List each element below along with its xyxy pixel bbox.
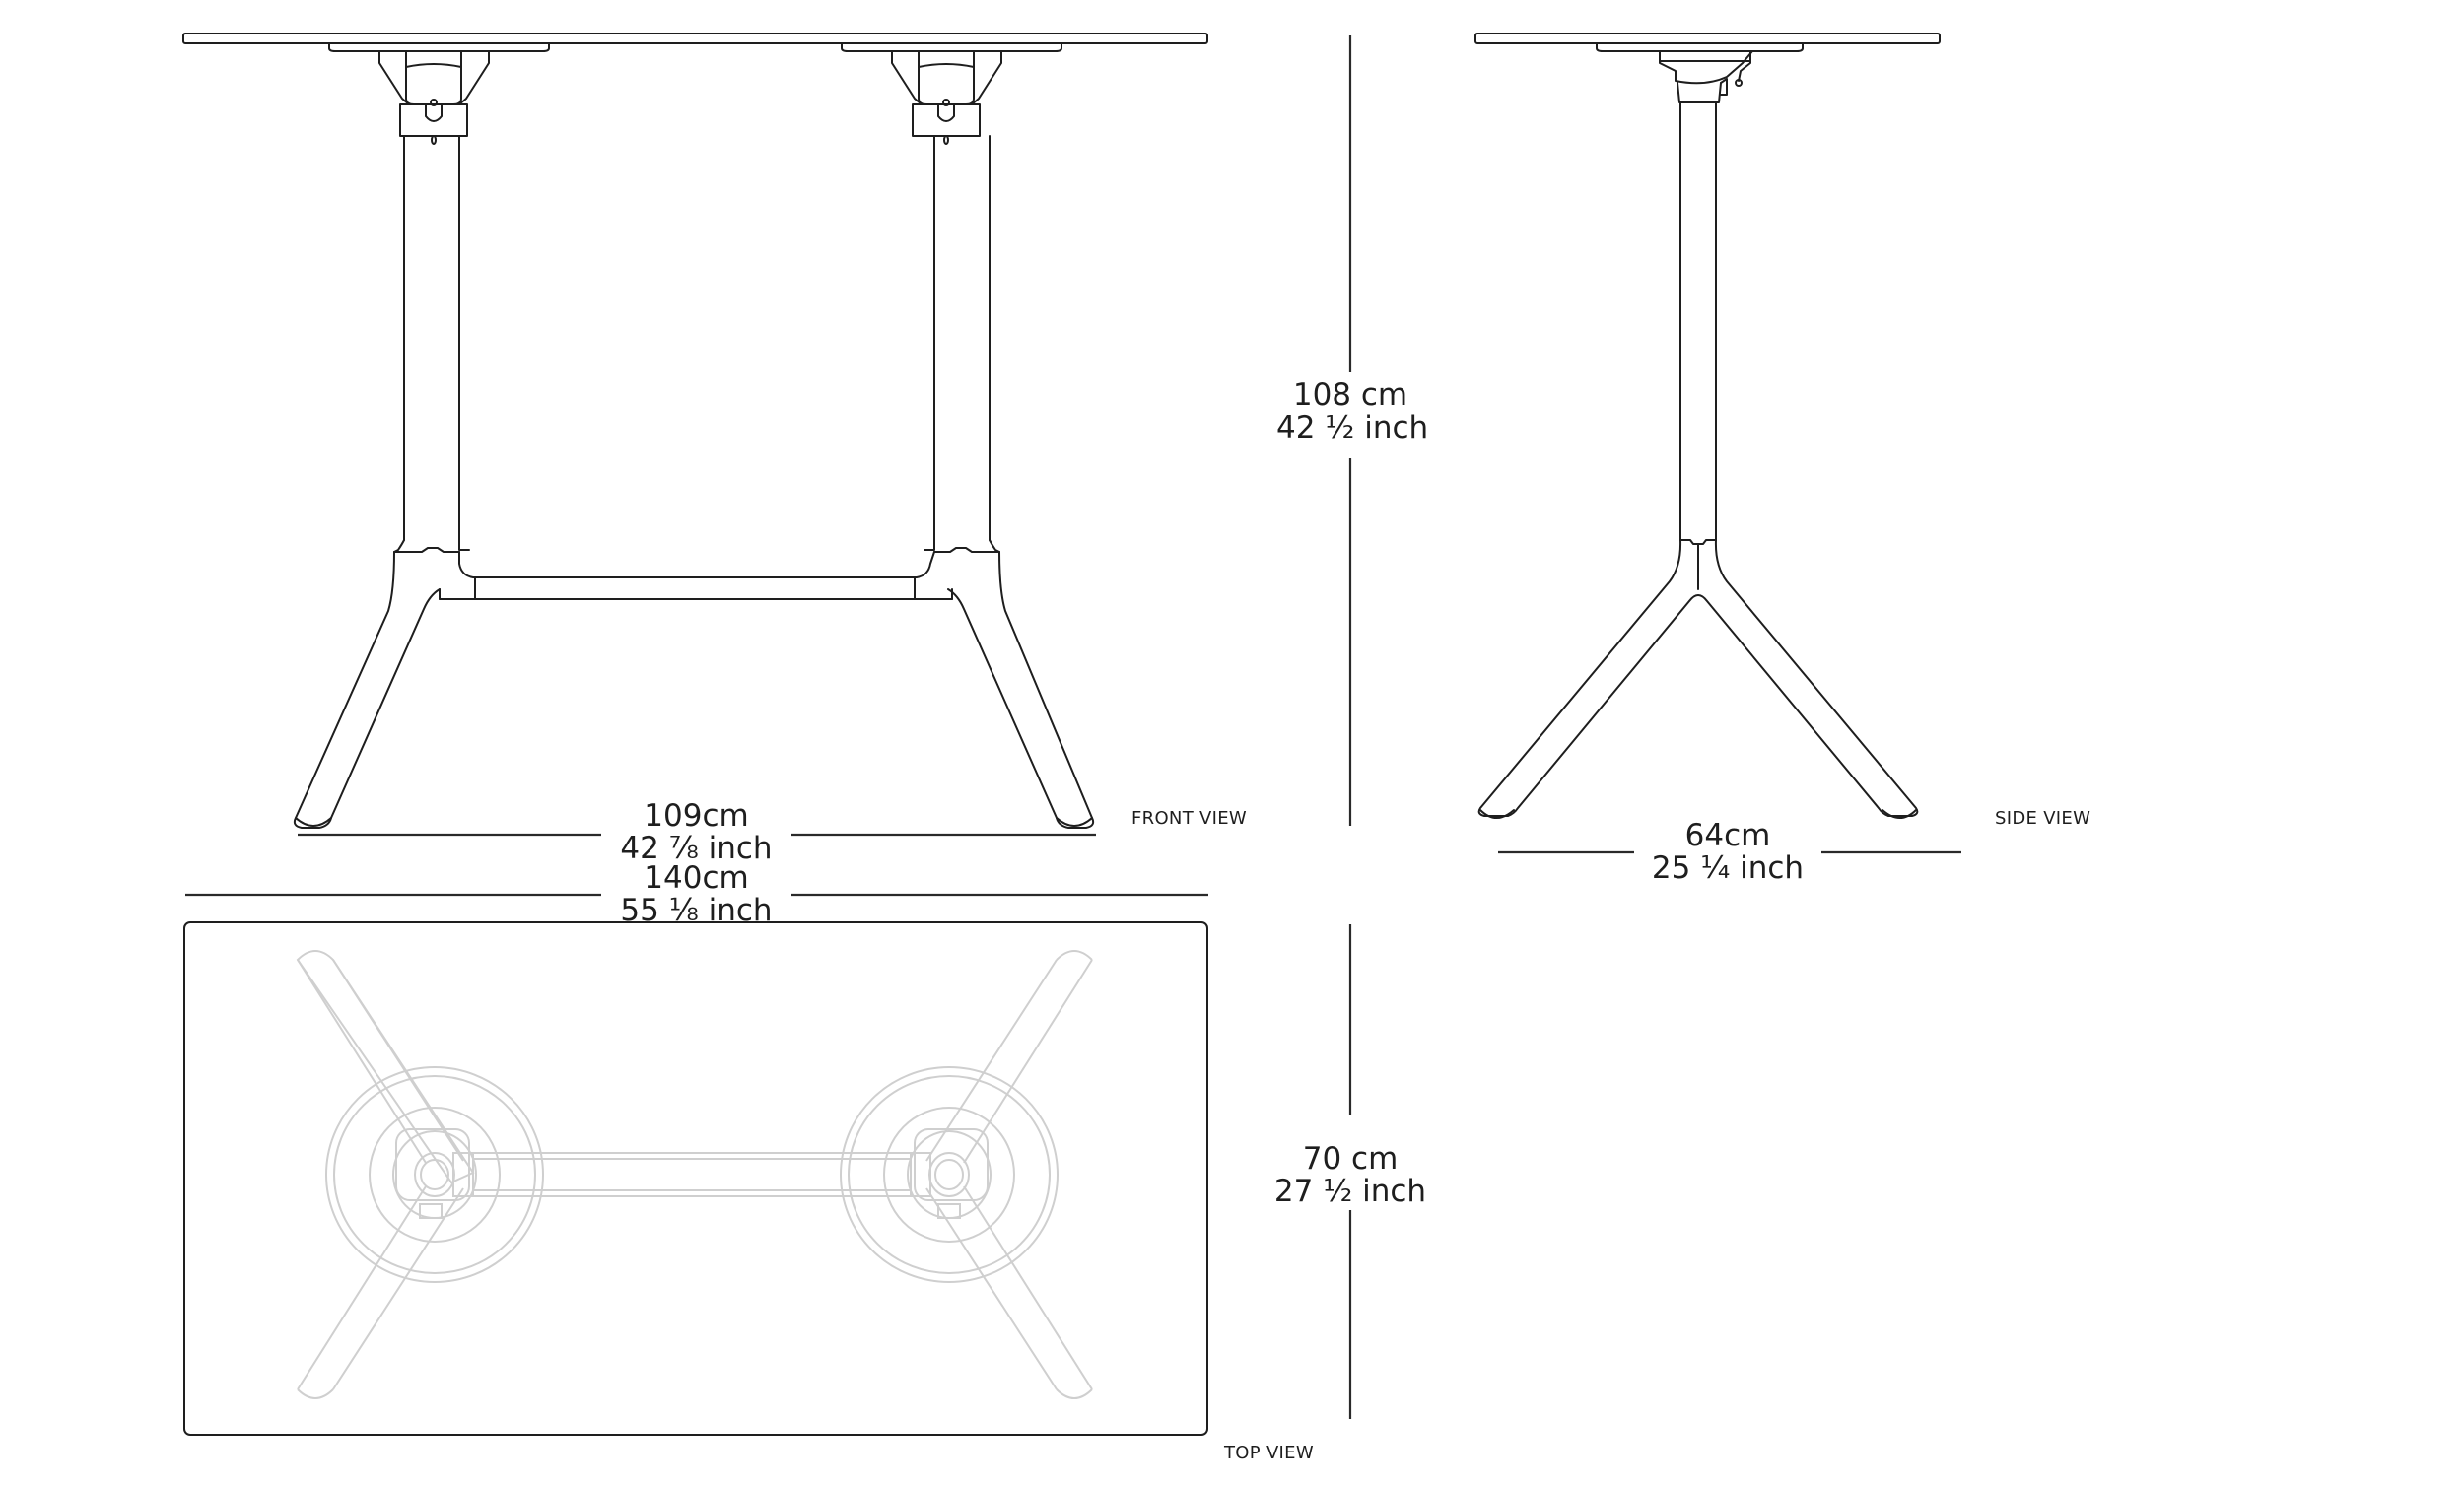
- side-leg-span-inch: 25 ¼ inch: [1651, 849, 1805, 886]
- height-cm: 108 cm: [1292, 377, 1408, 413]
- ghosted-base: [296, 950, 1093, 1399]
- front-leg-span-inch: 42 ⅞ inch: [620, 830, 773, 866]
- front-leg-span-cm: 109cm: [644, 798, 749, 834]
- side-view-drawing: [1474, 33, 1941, 819]
- front-view-drawing: [182, 33, 1208, 829]
- top-view-drawing: [183, 921, 1208, 1436]
- overall-length-cm: 140cm: [644, 860, 749, 896]
- depth-inch: 27 ½ inch: [1273, 1173, 1427, 1209]
- height-inch: 42 ½ inch: [1276, 409, 1429, 445]
- height-label: 108 cm 42 ½ inch: [1276, 377, 1429, 445]
- side-view-label: SIDE VIEW: [1995, 808, 2091, 829]
- depth-label: 70 cm 27 ½ inch: [1271, 1143, 1429, 1207]
- side-leg-span-cm: 64cm: [1684, 818, 1771, 853]
- overall-length-label: 140cm 55 ⅛ inch: [601, 862, 791, 926]
- side-leg-span-label: 64cm 25 ¼ inch: [1634, 820, 1821, 884]
- top-view-label: TOP VIEW: [1224, 1443, 1314, 1463]
- front-view-label: FRONT VIEW: [1131, 808, 1248, 829]
- overall-length-inch: 55 ⅛ inch: [620, 892, 773, 928]
- front-leg-span-label: 109cm 42 ⅞ inch: [601, 800, 791, 864]
- depth-cm: 70 cm: [1302, 1141, 1399, 1177]
